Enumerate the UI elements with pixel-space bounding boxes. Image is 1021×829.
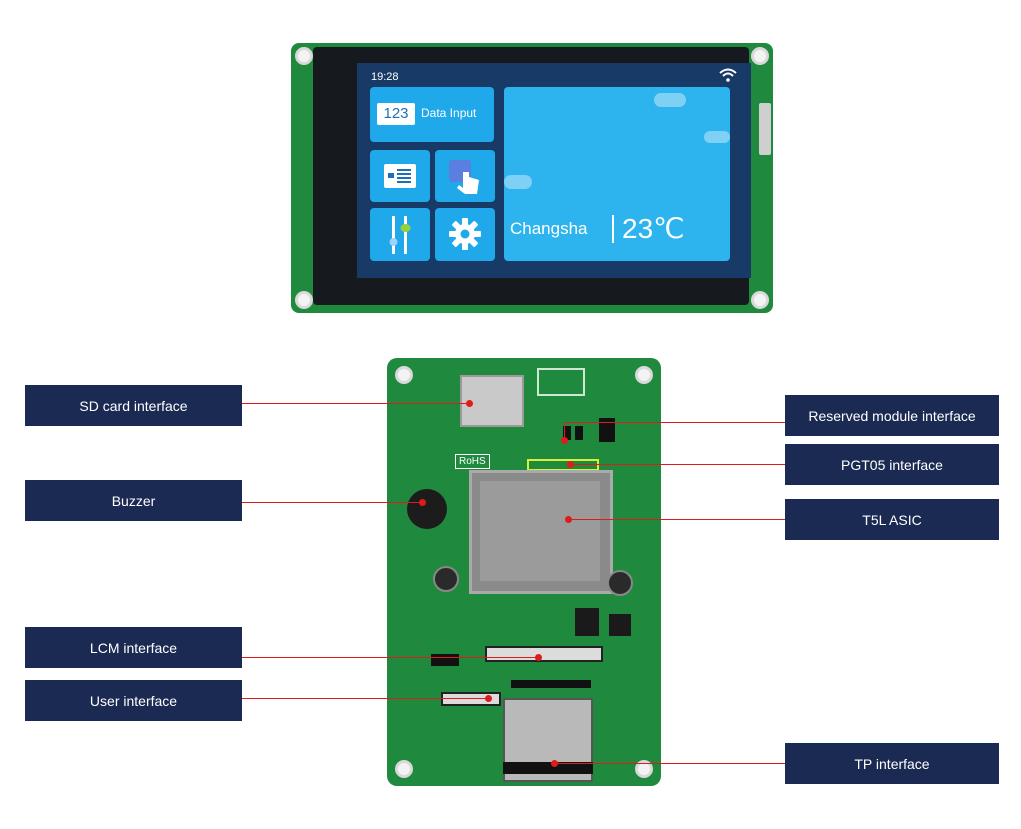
lcm-leader	[242, 657, 538, 658]
capacitor	[433, 566, 459, 592]
cloud-decoration	[504, 175, 532, 189]
buzzer-leader	[242, 502, 422, 503]
tp-connector-latch	[503, 762, 593, 774]
list-tile[interactable]	[370, 150, 430, 202]
sliders-tile[interactable]	[370, 208, 430, 261]
gear-icon	[449, 218, 481, 250]
cloud-decoration	[704, 131, 730, 143]
wifi-icon	[719, 68, 737, 82]
data-input-tile[interactable]: 123 Data Input	[370, 87, 494, 142]
mount-hole	[295, 47, 313, 65]
lcm-dot	[535, 654, 542, 661]
label-reserved-module: Reserved module interface	[785, 395, 999, 436]
t5l-asic-chip	[469, 470, 613, 594]
label-buzzer: Buzzer	[25, 480, 242, 521]
pgt05-dot	[567, 461, 574, 468]
reserved-module-leader-h	[564, 422, 785, 423]
mount-hole	[635, 760, 653, 778]
pcb-board: RoHS	[387, 358, 661, 786]
display-screen: 19:28 123 Data Input	[357, 63, 751, 278]
touch-tile[interactable]	[435, 150, 495, 202]
t5l-leader	[568, 519, 785, 520]
label-pgt05: PGT05 interface	[785, 444, 999, 485]
tp-dot	[551, 760, 558, 767]
buzzer-dot	[419, 499, 426, 506]
smd-component	[563, 426, 571, 440]
buzzer-component	[407, 489, 447, 529]
label-tp: TP interface	[785, 743, 999, 784]
smd-component	[575, 426, 583, 440]
sd-card-leader	[242, 403, 469, 404]
label-t5l: T5L ASIC	[785, 499, 999, 540]
display-module: 19:28 123 Data Input	[291, 43, 773, 313]
t5l-dot	[565, 516, 572, 523]
mount-hole	[751, 291, 769, 309]
label-lcm: LCM interface	[25, 627, 242, 668]
user-connector	[441, 692, 501, 706]
pgt05-leader	[570, 464, 785, 465]
lcm-connector	[485, 646, 603, 662]
sliders-icon	[389, 216, 411, 254]
antenna-trace	[537, 368, 585, 396]
label-user: User interface	[25, 680, 242, 721]
weather-city: Changsha	[510, 219, 588, 238]
user-leader	[242, 698, 488, 699]
inductor	[609, 614, 631, 636]
label-sd-card: SD card interface	[25, 385, 242, 426]
smd-row	[511, 680, 591, 688]
data-input-label: Data Input	[421, 106, 477, 120]
list-icon	[384, 164, 416, 188]
chip-shield	[480, 481, 600, 581]
display-bezel: 19:28 123 Data Input	[313, 47, 751, 305]
settings-tile[interactable]	[435, 208, 495, 261]
capacitor	[607, 570, 633, 596]
weather-separator	[612, 215, 614, 243]
smd-component	[599, 418, 615, 442]
side-connector	[759, 103, 771, 155]
data-input-number: 123	[377, 103, 415, 125]
inductor	[575, 608, 599, 636]
sd-card-dot	[466, 400, 473, 407]
mount-hole	[295, 291, 313, 309]
mount-hole	[635, 366, 653, 384]
user-dot	[485, 695, 492, 702]
tp-leader	[554, 763, 785, 764]
weather-panel: Changsha 23℃	[504, 87, 730, 261]
cloud-decoration	[654, 93, 686, 107]
weather-temperature: 23℃	[622, 213, 685, 244]
rohs-mark: RoHS	[455, 454, 490, 469]
status-time: 19:28	[371, 71, 399, 83]
smd-component	[431, 654, 459, 666]
mount-hole	[751, 47, 769, 65]
mount-hole	[395, 760, 413, 778]
reserved-module-dot	[561, 437, 568, 444]
reserved-module-leader-v	[564, 422, 565, 440]
mount-hole	[395, 366, 413, 384]
touch-icon	[449, 160, 479, 194]
